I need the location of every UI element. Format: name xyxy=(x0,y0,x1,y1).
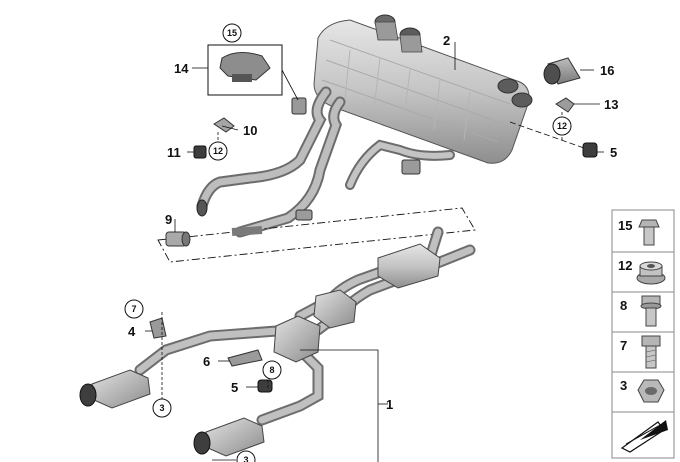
callout-10: 10 xyxy=(243,123,257,138)
callout-9: 9 xyxy=(165,212,172,227)
flange-nut-icon xyxy=(636,261,666,285)
callout-circle-8 xyxy=(262,360,282,380)
callout-circle-7 xyxy=(124,299,144,319)
callout-circle-3b xyxy=(236,450,256,462)
hanger-bracket xyxy=(193,117,235,159)
rear-silencer xyxy=(313,19,530,164)
callout-11: 11 xyxy=(167,145,181,160)
callout-14: 14 xyxy=(174,61,189,76)
callout-circle-3a xyxy=(152,398,172,418)
hardware-label-8: 8 xyxy=(620,298,627,313)
center-muffler xyxy=(377,243,441,289)
hardware-label-3: 3 xyxy=(620,378,627,393)
callout-circle-15 xyxy=(222,23,242,43)
callout-5-front: 5 xyxy=(231,380,238,395)
callout-labels: 2 14 15 10 11 12 9 16 13 12 5 7 4 3 6 8 … xyxy=(124,23,618,462)
callout-circle-12a xyxy=(208,141,228,161)
catalyst-center xyxy=(273,289,357,363)
callout-15: 15 xyxy=(227,28,237,38)
hex-bolt-icon xyxy=(640,295,662,327)
tailpipe-trim xyxy=(543,57,581,85)
callout-4: 4 xyxy=(128,324,136,339)
callout-16: 16 xyxy=(600,63,614,78)
pipe-opening xyxy=(196,199,208,217)
mounting-kit-box xyxy=(207,44,283,96)
hex-bolt-icon xyxy=(641,335,661,369)
callout-3b: 3 xyxy=(243,455,248,462)
callout-3a: 3 xyxy=(159,403,164,413)
direction-arrow-icon xyxy=(620,420,668,453)
callout-1: 1 xyxy=(386,397,393,412)
hex-bolt-flange-icon xyxy=(638,219,660,246)
hex-nut-icon xyxy=(637,379,665,403)
hardware-label-15: 15 xyxy=(618,218,632,233)
tailpipe-stubs xyxy=(374,14,533,108)
connection-box xyxy=(157,207,476,263)
callout-2: 2 xyxy=(443,33,450,48)
callout-6: 6 xyxy=(203,354,210,369)
callout-7: 7 xyxy=(131,304,136,314)
hardware-label-7: 7 xyxy=(620,338,627,353)
callout-5-rear: 5 xyxy=(610,145,617,160)
callout-12b: 12 xyxy=(557,121,567,131)
callout-13: 13 xyxy=(604,97,618,112)
rubber-mount-rear xyxy=(582,142,598,158)
callout-12a: 12 xyxy=(213,146,223,156)
catalyst-left xyxy=(79,369,151,409)
catalyst-right xyxy=(193,417,265,457)
hardware-label-12: 12 xyxy=(618,258,632,273)
upper-clamp xyxy=(291,97,421,221)
short-pipe xyxy=(231,226,263,236)
leader-lines xyxy=(145,42,604,462)
callout-8: 8 xyxy=(269,365,274,375)
callout-circle-12b xyxy=(552,116,572,136)
hardware-panel: 15 12 8 7 3 xyxy=(611,209,675,459)
sleeve-part-9 xyxy=(165,231,191,247)
